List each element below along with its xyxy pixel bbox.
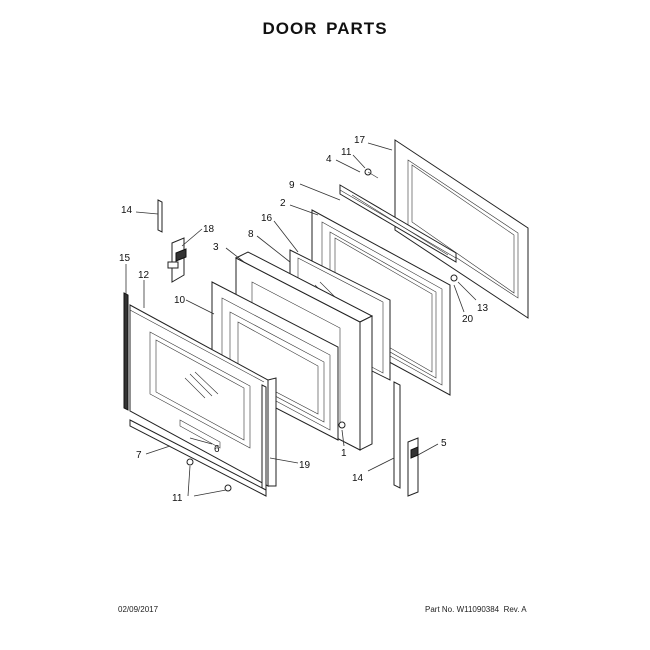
bottom-door-trim bbox=[129, 419, 267, 497]
callout-16: 16 bbox=[261, 213, 273, 224]
revision: Rev. A bbox=[503, 605, 527, 614]
callout-14-bottom: 14 bbox=[352, 473, 364, 484]
screw-right bbox=[450, 274, 458, 282]
callout-9: 9 bbox=[289, 180, 295, 191]
door-hinge-left bbox=[167, 237, 187, 283]
callout-8: 8 bbox=[248, 229, 254, 240]
callout-10: 10 bbox=[174, 295, 186, 306]
door-vent-trim bbox=[339, 184, 457, 402]
callout-11: 11 bbox=[341, 147, 352, 158]
part-number: Part No. W11090384 bbox=[425, 605, 500, 614]
callout-2: 2 bbox=[280, 198, 286, 209]
screw-frame bbox=[338, 421, 346, 429]
door-hinge-right bbox=[407, 437, 419, 497]
outer-door-panel bbox=[129, 304, 277, 487]
side-trim-right bbox=[261, 384, 267, 491]
inner-glass-panel bbox=[394, 139, 529, 319]
hinge-channel-right bbox=[393, 381, 401, 489]
callout-19: 19 bbox=[299, 460, 311, 471]
footer-date: 02/09/2017 bbox=[118, 605, 159, 614]
door-window-frame bbox=[211, 281, 339, 441]
screw-top bbox=[364, 168, 379, 179]
callout-4: 4 bbox=[326, 154, 332, 165]
callout-labels: 17 4 11 9 2 16 14 18 8 3 15 12 10 13 20 … bbox=[119, 135, 489, 504]
hinge-channel-left bbox=[157, 199, 163, 233]
page-title: DOOR PARTS bbox=[262, 19, 388, 38]
callout-7: 7 bbox=[136, 450, 142, 461]
callout-3: 3 bbox=[213, 242, 219, 253]
callout-13: 13 bbox=[477, 303, 489, 314]
callout-5: 5 bbox=[441, 438, 447, 449]
callout-17: 17 bbox=[354, 135, 366, 146]
leader-lines bbox=[125, 142, 477, 497]
callout-15: 15 bbox=[119, 253, 131, 264]
screw-bottom-left bbox=[186, 458, 232, 492]
callout-18: 18 bbox=[203, 224, 215, 235]
callout-14-top: 14 bbox=[121, 205, 133, 216]
footer-part-number: Part No. W11090384 Rev. A bbox=[425, 605, 527, 614]
callout-20: 20 bbox=[462, 314, 474, 325]
callout-11-bottom: 11 bbox=[172, 493, 183, 504]
callout-6: 6 bbox=[214, 444, 220, 455]
side-trim-left bbox=[123, 292, 129, 411]
callout-1: 1 bbox=[341, 448, 347, 459]
callout-12: 12 bbox=[138, 270, 150, 281]
